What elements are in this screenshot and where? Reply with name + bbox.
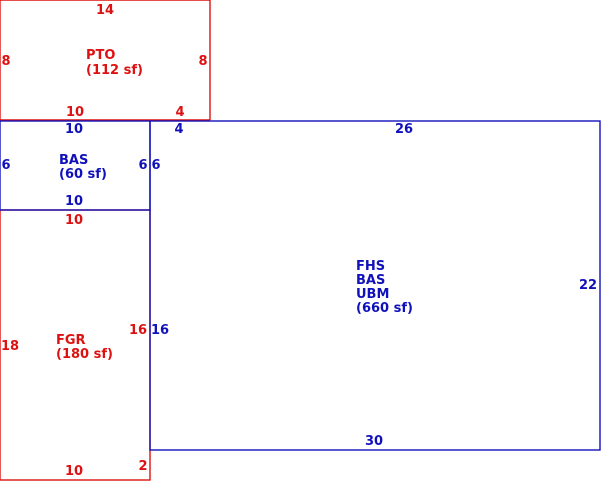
main-bottom-dimension: 30 xyxy=(365,434,383,449)
main-top-dimension: 26 xyxy=(395,122,413,137)
main-area: 4 26 6 16 22 30 FHS BAS UBM (660 sf) xyxy=(149,120,601,451)
bas-small-area-label: (60 sf) xyxy=(59,167,107,182)
fgr-top-dimension: 10 xyxy=(65,213,83,228)
bas-small-name-label: BAS xyxy=(59,153,88,168)
fgr-left-dimension: 18 xyxy=(1,339,19,354)
pto-left-dimension: 8 xyxy=(1,54,10,69)
main-left-dimension-upper: 6 xyxy=(151,158,160,173)
main-right-dimension: 22 xyxy=(579,278,597,293)
bas-small-top-dimension: 10 xyxy=(65,122,83,137)
fgr-right-dimension: 16 xyxy=(129,323,147,338)
fgr-bottom-right-dimension: 2 xyxy=(138,459,147,474)
pto-outline xyxy=(0,0,211,120)
fgr-name-label: FGR xyxy=(56,333,86,348)
main-code-fhs-label: FHS xyxy=(356,259,385,274)
pto-area-label: (112 sf) xyxy=(86,63,143,78)
main-code-ubm-label: UBM xyxy=(356,287,389,302)
pto-bottom-dimension-left: 10 xyxy=(66,105,84,120)
bas-small-area: 10 6 6 10 BAS (60 sf) xyxy=(0,120,151,211)
pto-name-label: PTO xyxy=(86,48,115,63)
main-code-bas-label: BAS xyxy=(356,273,385,288)
main-top-dimension-left: 4 xyxy=(174,122,183,137)
bas-small-right-dimension: 6 xyxy=(138,158,147,173)
bas-small-bottom-dimension: 10 xyxy=(65,194,83,209)
bas-small-left-dimension: 6 xyxy=(1,158,10,173)
main-outline xyxy=(149,120,601,451)
pto-right-dimension: 8 xyxy=(198,54,207,69)
fgr-area-label: (180 sf) xyxy=(56,347,113,362)
pto-area: 14 8 8 10 4 PTO (112 sf) xyxy=(0,0,211,121)
pto-bottom-dimension-right: 4 xyxy=(175,105,184,120)
fgr-bottom-dimension: 10 xyxy=(65,464,83,479)
main-area-label: (660 sf) xyxy=(356,301,413,316)
fgr-area: 10 18 16 10 2 FGR (180 sf) xyxy=(0,209,151,481)
pto-top-dimension: 14 xyxy=(96,3,114,18)
main-left-dimension-lower: 16 xyxy=(151,323,169,338)
